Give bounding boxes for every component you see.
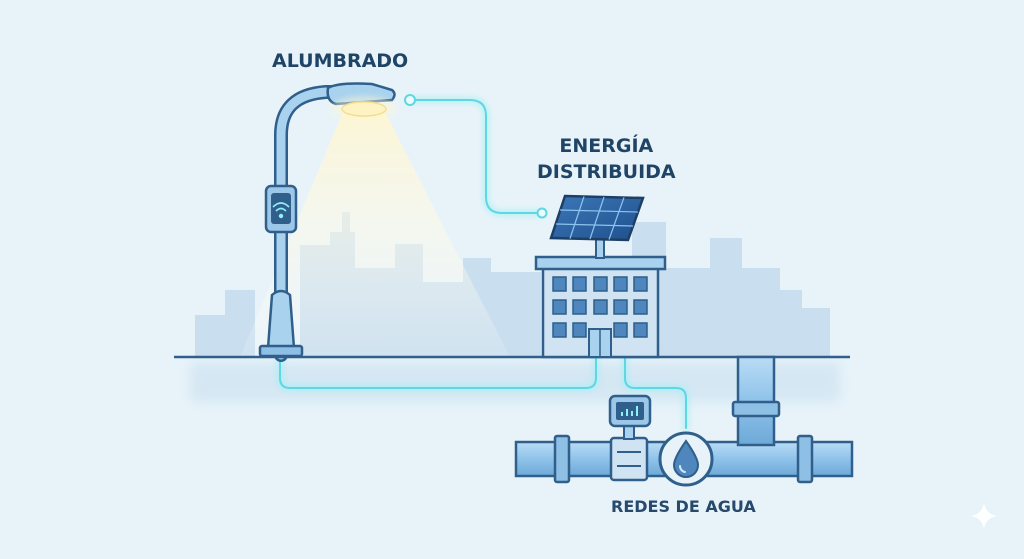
label-water-networks: REDES DE AGUA xyxy=(611,497,756,516)
water-drop-icon xyxy=(658,431,714,487)
streetlight-icon xyxy=(258,82,396,362)
wifi-sensor-icon xyxy=(264,184,298,234)
label-lighting: ALUMBRADO xyxy=(272,50,409,72)
water-meter-icon xyxy=(608,394,652,482)
label-energy-line1: ENERGÍA xyxy=(559,135,654,157)
light-beam xyxy=(240,112,510,357)
label-distributed-energy: ENERGÍA DISTRIBUIDA xyxy=(537,133,676,185)
label-energy-line2: DISTRIBUIDA xyxy=(537,161,676,183)
connection-lines xyxy=(276,94,690,432)
ground-shadow xyxy=(190,362,840,402)
solar-panel-icon xyxy=(549,194,645,259)
building-icon xyxy=(534,255,667,359)
sparkle-icon xyxy=(971,503,997,529)
